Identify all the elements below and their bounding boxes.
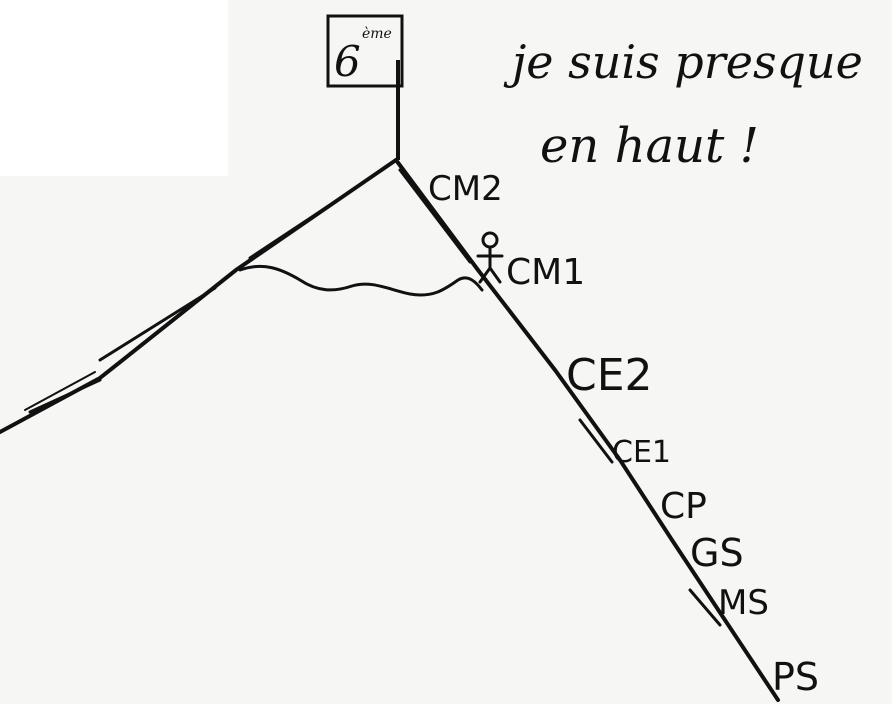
level-label-ms: MS	[718, 583, 769, 623]
summit-sign-sup: ème	[362, 26, 392, 42]
level-label-cm2: CM2	[428, 169, 503, 209]
level-label-cm1: CM1	[506, 252, 585, 293]
summit-sign-number: 6	[334, 37, 361, 86]
level-label-ce2: CE2	[566, 350, 653, 401]
level-label-cp: CP	[660, 486, 707, 527]
speech-line-2: en haut !	[540, 118, 759, 174]
level-label-ps: PS	[772, 655, 819, 699]
mountain-left-slope	[0, 160, 396, 432]
summit-flag-icon: 6 ème	[328, 16, 402, 86]
speech-line-1: je suis presque	[503, 35, 863, 89]
snow-line	[240, 266, 482, 295]
level-label-gs: GS	[690, 531, 744, 575]
level-label-ce1: CE1	[612, 435, 671, 470]
